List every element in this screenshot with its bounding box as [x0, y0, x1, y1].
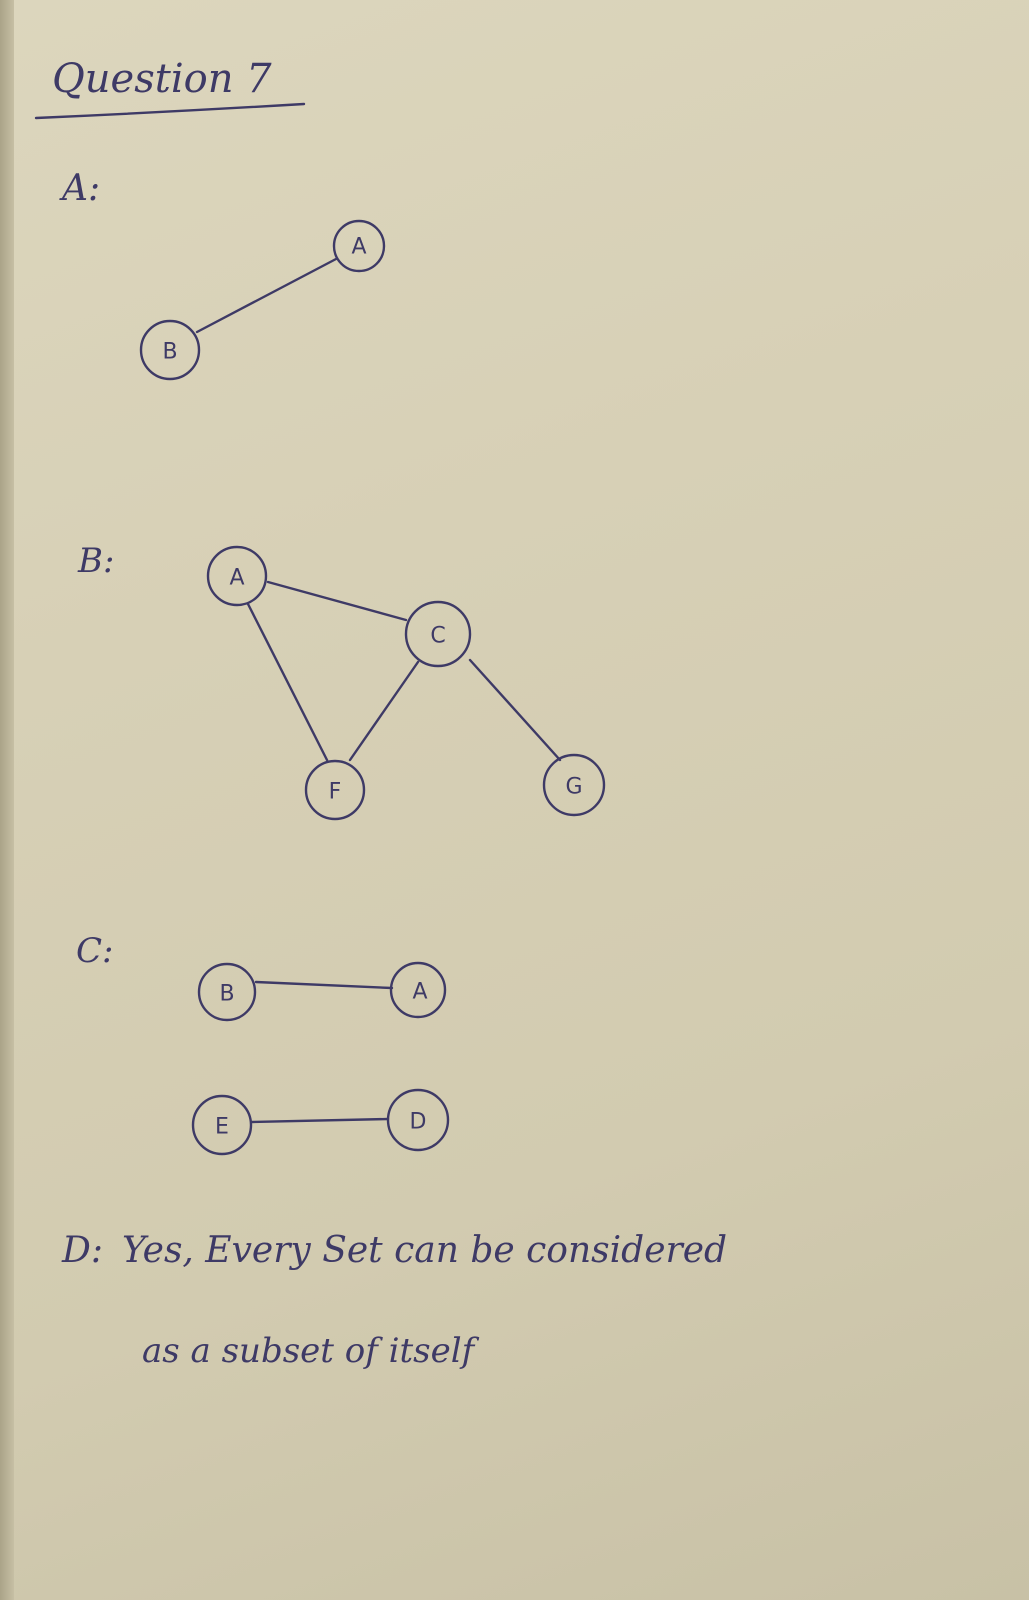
- page-title: Question 7: [52, 56, 272, 102]
- graph-c-node-a-label: A: [412, 980, 427, 1005]
- part-d-answer-line1: Yes, Every Set can be considered: [122, 1230, 727, 1271]
- graph-b-node-c: C: [404, 600, 472, 668]
- graph-a-node-a-label: A: [351, 235, 366, 260]
- graph-a-edge-b-a: [195, 257, 338, 334]
- graph-a: A B: [139, 219, 386, 381]
- graph-b-node-f: F: [304, 759, 366, 821]
- graph-c-node-a: A: [389, 961, 447, 1019]
- graph-c: B A E D: [191, 961, 450, 1156]
- graph-b-edge-c-f: [348, 660, 420, 762]
- graph-b: A C F G: [206, 545, 606, 821]
- graph-b-node-f-label: F: [329, 780, 342, 805]
- graph-c-node-e-label: E: [215, 1115, 229, 1140]
- part-a-label: A:: [59, 168, 100, 209]
- graph-b-node-g: G: [542, 753, 606, 817]
- graph-c-node-e: E: [191, 1094, 253, 1156]
- graph-b-edge-a-f: [246, 602, 329, 762]
- graph-b-node-a-label: A: [229, 566, 244, 591]
- graph-a-node-a: A: [332, 219, 386, 273]
- graph-c-node-b: B: [197, 962, 257, 1022]
- part-d-label: D:: [61, 1230, 103, 1271]
- graph-c-node-d-label: D: [410, 1110, 427, 1135]
- graph-c-node-b-label: B: [219, 982, 234, 1007]
- part-c-label: C:: [76, 931, 113, 971]
- graph-b-edge-c-g: [468, 658, 562, 762]
- graph-c-node-d: D: [386, 1088, 450, 1152]
- graph-b-edge-a-c: [266, 580, 408, 622]
- graph-b-node-a: A: [206, 545, 268, 607]
- graph-a-node-b-label: B: [162, 340, 177, 365]
- graph-b-node-c-label: C: [430, 624, 445, 649]
- title-underline: [34, 102, 306, 120]
- graph-b-node-g-label: G: [565, 775, 582, 800]
- graph-c-edge-b-a: [254, 980, 394, 990]
- graph-a-node-b: B: [139, 319, 201, 381]
- part-d-answer-line2: as a subset of itself: [142, 1331, 480, 1371]
- graph-c-edge-e-d: [250, 1117, 390, 1124]
- paper-edge: [0, 0, 14, 1600]
- part-b-label: B:: [77, 541, 114, 581]
